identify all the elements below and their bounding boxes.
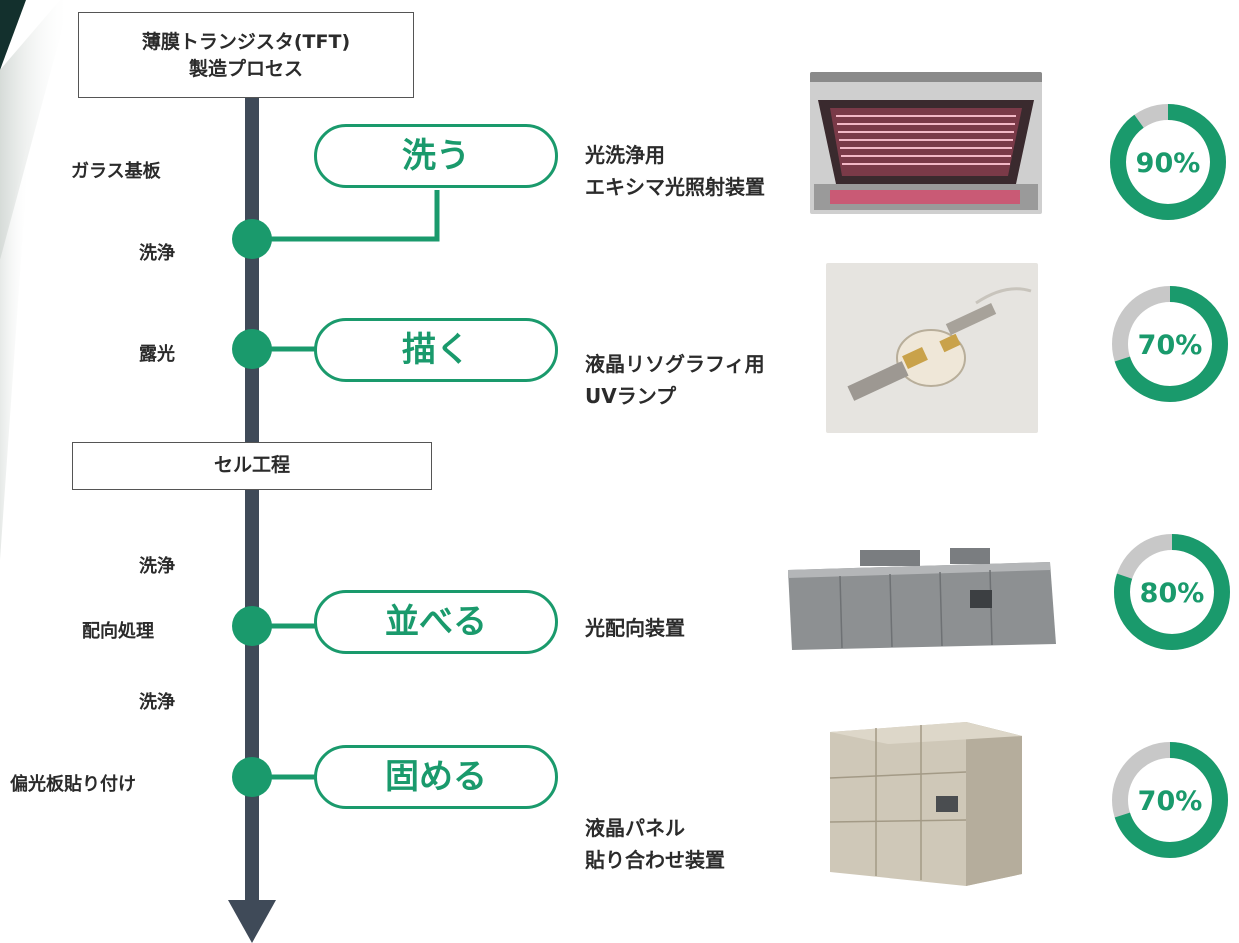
share-ring-2: 70% <box>1112 286 1228 402</box>
header-line1: 薄膜トランジスタ(TFT) <box>141 31 351 53</box>
arrow-down-icon <box>228 900 276 943</box>
action-pill-draw: 描く <box>314 318 558 382</box>
timeline-node-icon <box>232 329 272 369</box>
tft-process-header: 薄膜トランジスタ(TFT) 製造プロセス <box>78 12 414 98</box>
share-label-4: 70% <box>1138 786 1203 817</box>
device-name-line1: 光配向装置 <box>585 616 685 640</box>
step-label-cleaning: 洗浄 <box>139 556 175 577</box>
step-label-alignment: 配向処理 <box>82 621 154 642</box>
device-name-panel-bonding: 液晶パネル 貼り合わせ装置 <box>585 812 725 876</box>
device-name-line1: 液晶パネル <box>585 816 685 840</box>
share-label-3: 80% <box>1140 578 1205 609</box>
share-ring-4: 70% <box>1112 742 1228 858</box>
device-name-line2: 貼り合わせ装置 <box>585 848 725 872</box>
photo-alignment-equipment-image <box>780 540 1062 656</box>
action-pill-wash: 洗う <box>314 124 558 188</box>
step-label-exposure: 露光 <box>139 344 175 365</box>
timeline-node-icon <box>232 219 272 259</box>
timeline-node-icon <box>232 606 272 646</box>
device-name-photo-alignment: 光配向装置 <box>585 612 685 644</box>
decorative-edge <box>0 0 70 560</box>
timeline-node-icon <box>232 757 272 797</box>
cell-process-header: セル工程 <box>72 442 432 490</box>
cell-process-label: セル工程 <box>213 454 290 476</box>
timeline-axis <box>245 96 259 901</box>
share-label-2: 70% <box>1138 330 1203 361</box>
device-name-line1: 光洗浄用 <box>585 143 665 167</box>
device-name-excimer: 光洗浄用 エキシマ光照射装置 <box>585 139 765 203</box>
excimer-irradiator-image <box>810 72 1042 214</box>
device-name-line1: 液晶リソグラフィ用 <box>585 352 765 376</box>
share-ring-1: 90% <box>1110 104 1226 220</box>
step-label-cleaning: 洗浄 <box>139 692 175 713</box>
device-name-line2: エキシマ光照射装置 <box>585 175 765 199</box>
header-line2: 製造プロセス <box>188 58 303 80</box>
step-label-cleaning: 洗浄 <box>139 243 175 264</box>
action-pill-align: 並べる <box>314 590 558 654</box>
action-pill-cure: 固める <box>314 745 558 809</box>
step-label-polarizer-attach: 偏光板貼り付け <box>10 774 136 795</box>
share-label-1: 90% <box>1136 148 1201 179</box>
device-name-uv-lamp: 液晶リソグラフィ用 UVランプ <box>585 348 765 412</box>
share-ring-3: 80% <box>1114 534 1230 650</box>
connector-wash <box>252 190 440 242</box>
device-name-line2: UVランプ <box>585 384 677 408</box>
uv-lamp-image <box>826 263 1038 433</box>
step-label-glass-substrate: ガラス基板 <box>71 161 161 182</box>
panel-bonding-equipment-image <box>816 702 1036 888</box>
